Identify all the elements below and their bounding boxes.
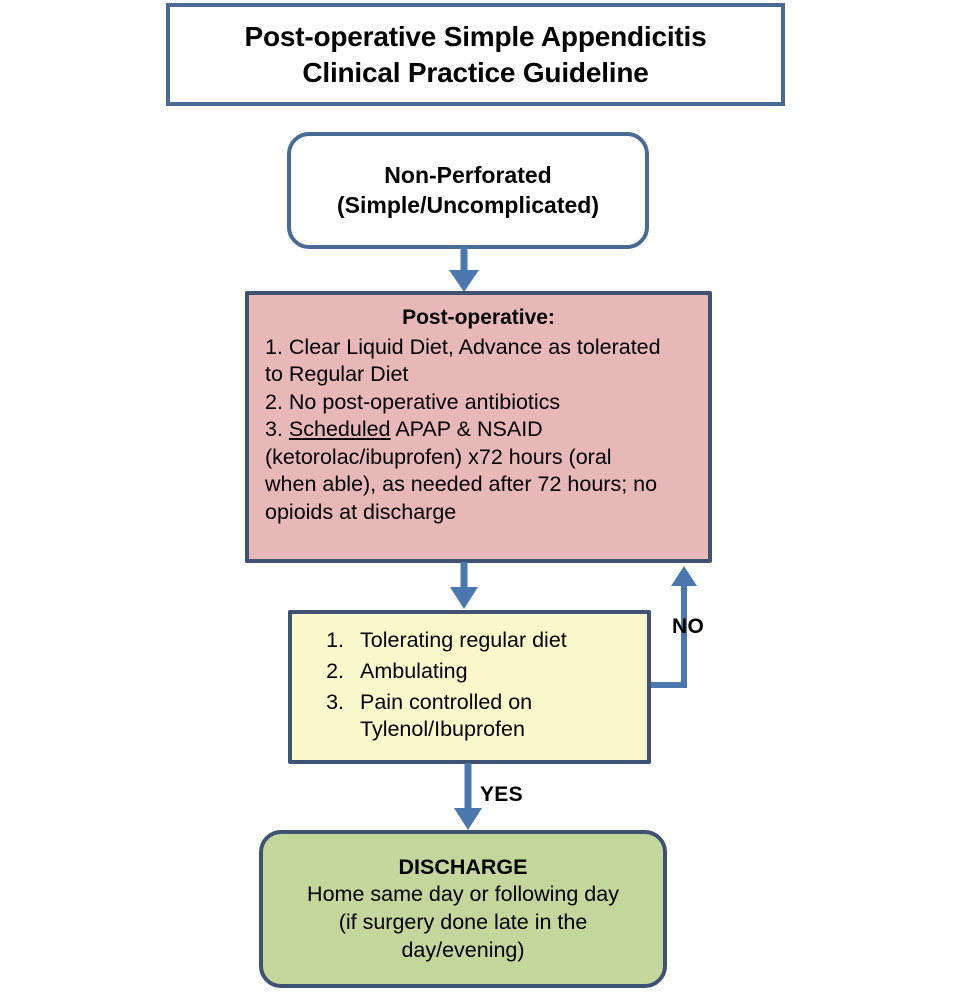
diagram-title-box: Post-operative Simple Appendicitis Clini… <box>166 3 785 106</box>
discharge-criteria-item-3-line-2: Tylenol/Ibuprofen <box>360 717 525 742</box>
node-post-operative-item-3-cont-1: (ketorolac/ibuprofen) x72 hours (oral <box>265 444 612 469</box>
node-discharge-criteria: Tolerating regular diet Ambulating Pain … <box>288 610 651 764</box>
node-post-operative-item-3-rest: APAP & NSAID <box>390 417 543 442</box>
node-post-operative-item-3-cont-3: opioids at discharge <box>265 499 457 524</box>
node-discharge-line-1: Home same day or following day <box>307 882 619 907</box>
diagram-title-line-2: Clinical Practice Guideline <box>302 56 649 88</box>
node-non-perforated: Non-Perforated (Simple/Uncomplicated) <box>287 132 649 249</box>
discharge-criteria-list: Tolerating regular diet Ambulating Pain … <box>310 627 637 746</box>
node-post-operative-item-1: 1. Clear Liquid Diet, Advance as tolerat… <box>265 334 661 359</box>
edge-label-no: NO <box>672 615 705 638</box>
node-post-operative-item-3-cont-2: when able), as needed after 72 hours; no <box>265 472 658 497</box>
edge-label-yes: YES <box>480 783 523 806</box>
discharge-criteria-item-3-line-1: Pain controlled on <box>360 689 533 714</box>
node-post-operative-item-3: 3. Scheduled APAP & NSAID <box>265 416 692 444</box>
discharge-criteria-item-2: Ambulating <box>350 658 637 686</box>
node-non-perforated-line-1: Non-Perforated <box>384 162 552 189</box>
connector-nonperforated-to-postoperative <box>449 246 479 292</box>
node-discharge-line-3: day/evening) <box>401 937 525 962</box>
discharge-criteria-item-3: Pain controlled on Tylenol/Ibuprofen <box>350 689 637 744</box>
node-discharge: DISCHARGE Home same day or following day… <box>259 830 667 988</box>
node-discharge-line-2: (if surgery done late in the <box>338 910 588 934</box>
node-post-operative-item-3-prefix: 3. <box>265 417 289 442</box>
connector-postoperative-to-criteria <box>450 562 478 609</box>
discharge-criteria-item-1: Tolerating regular diet <box>350 627 637 655</box>
node-post-operative-item-3-emphasis: Scheduled <box>288 417 391 442</box>
diagram-title-line-1: Post-operative Simple Appendicitis <box>244 20 707 52</box>
node-post-operative: Post-operative: 1. Clear Liquid Diet, Ad… <box>245 291 712 563</box>
node-non-perforated-line-2: (Simple/Uncomplicated) <box>337 191 599 218</box>
node-post-operative-heading: Post-operative: <box>402 306 555 329</box>
node-post-operative-item-2: 2. No post-operative antibiotics <box>265 389 561 414</box>
node-discharge-heading: DISCHARGE <box>398 854 528 879</box>
node-post-operative-item-1-cont: to Regular Diet <box>265 362 409 387</box>
